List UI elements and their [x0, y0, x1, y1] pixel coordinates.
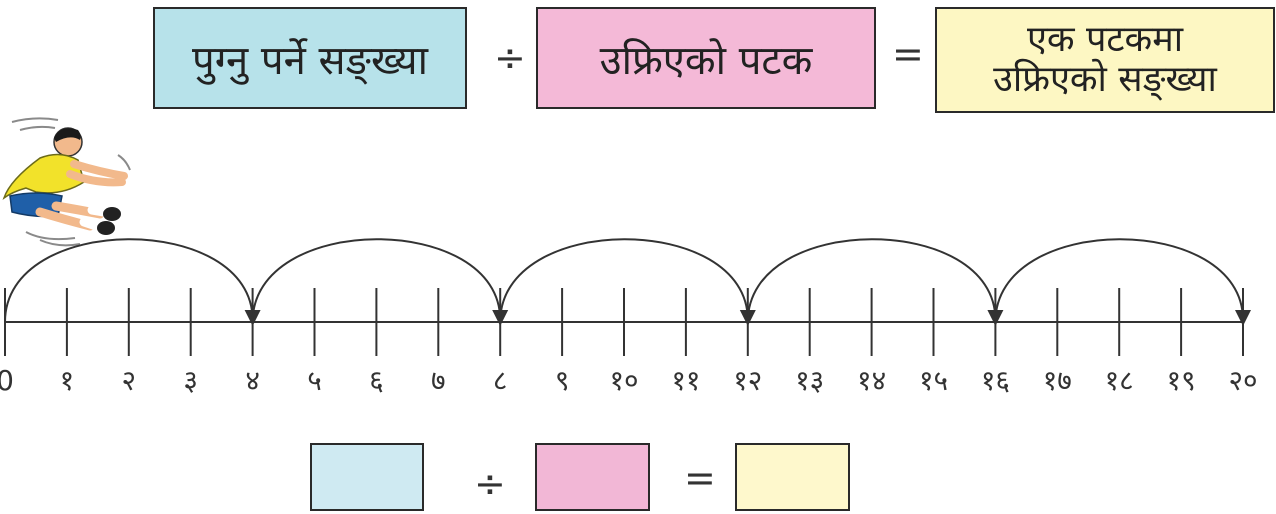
tick-label-3: ३: [183, 364, 198, 397]
tick-label-6: ६: [369, 364, 384, 397]
tick-label-16: १६: [981, 364, 1010, 397]
jump-arrowhead-5: [1235, 310, 1251, 326]
tick-label-10: १०: [609, 364, 638, 397]
tick-label-7: ७: [431, 364, 446, 397]
jumping-boy-illustration: [4, 118, 130, 245]
tick-label-4: ४: [245, 364, 260, 397]
tick-label-12: १२: [733, 364, 762, 397]
answer-box-numbers-to-reach[interactable]: [310, 443, 424, 511]
tick-label-0: 0: [0, 364, 14, 397]
number-line-ticks: [5, 288, 1243, 356]
jump-arcs: [5, 239, 1251, 326]
divide-sign-bottom: ÷: [474, 462, 506, 506]
tick-label-5: ५: [307, 364, 322, 397]
tick-label-8: ८: [493, 364, 508, 397]
tick-label-9: ९: [555, 364, 570, 397]
tick-label-20: २०: [1228, 364, 1257, 397]
tick-label-18: १८: [1105, 364, 1134, 397]
equals-sign-bottom: =: [684, 456, 716, 500]
answer-box-numbers-per-jump[interactable]: [735, 443, 850, 511]
tick-label-11: ११: [671, 364, 700, 397]
tick-label-1: १: [60, 364, 75, 397]
answer-box-jump-count[interactable]: [535, 443, 650, 511]
tick-label-2: २: [122, 364, 137, 397]
tick-label-15: १५: [919, 364, 948, 397]
tick-label-19: १९: [1167, 364, 1196, 397]
tick-label-17: १७: [1043, 364, 1072, 397]
tick-label-13: १३: [795, 364, 824, 397]
tick-label-14: १४: [857, 364, 886, 397]
